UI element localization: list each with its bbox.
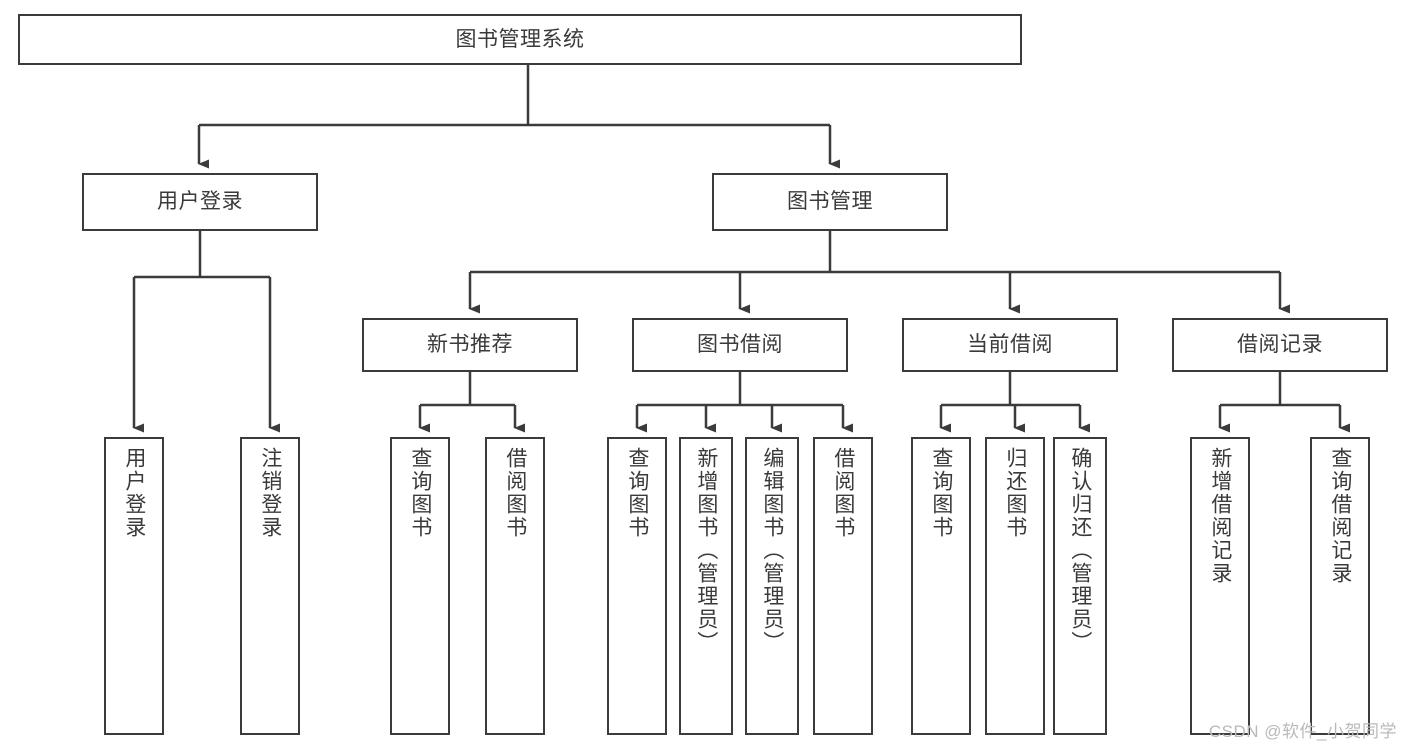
node-root[interactable]: 图书管理系统 — [18, 14, 1022, 65]
node-label-leaf-confirm-return-admin: 确认归还（管理员） — [1068, 447, 1092, 654]
node-leaf-add-book-admin[interactable]: 新增图书（管理员） — [679, 437, 733, 735]
node-label-new-book-recommend: 新书推荐 — [427, 333, 513, 357]
node-borrow-record[interactable]: 借阅记录 — [1172, 318, 1388, 372]
node-leaf-query-book-3[interactable]: 查询图书 — [911, 437, 971, 735]
node-leaf-query-book-1[interactable]: 查询图书 — [390, 437, 450, 735]
node-label-leaf-add-book-admin: 新增图书（管理员） — [694, 447, 718, 654]
node-label-leaf-edit-book-admin: 编辑图书（管理员） — [760, 447, 784, 654]
node-book-borrow[interactable]: 图书借阅 — [632, 318, 848, 372]
node-label-leaf-borrow-book-1: 借阅图书 — [503, 447, 527, 539]
node-leaf-query-borrow-record[interactable]: 查询借阅记录 — [1310, 437, 1370, 735]
node-label-leaf-query-borrow-record: 查询借阅记录 — [1328, 447, 1352, 585]
node-leaf-query-book-2[interactable]: 查询图书 — [607, 437, 667, 735]
node-leaf-add-borrow-record[interactable]: 新增借阅记录 — [1190, 437, 1250, 735]
node-leaf-confirm-return-admin[interactable]: 确认归还（管理员） — [1053, 437, 1107, 735]
node-label-current-borrow: 当前借阅 — [967, 333, 1053, 357]
node-leaf-edit-book-admin[interactable]: 编辑图书（管理员） — [745, 437, 799, 735]
node-label-book-borrow: 图书借阅 — [697, 333, 783, 357]
node-label-leaf-return-book: 归还图书 — [1003, 447, 1027, 539]
node-label-leaf-user-login: 用户登录 — [122, 447, 146, 539]
node-new-book-recommend[interactable]: 新书推荐 — [362, 318, 578, 372]
node-leaf-return-book[interactable]: 归还图书 — [985, 437, 1045, 735]
node-label-book-management: 图书管理 — [787, 190, 873, 214]
node-label-borrow-record: 借阅记录 — [1237, 333, 1323, 357]
node-label-root: 图书管理系统 — [455, 27, 585, 51]
node-leaf-borrow-book-2[interactable]: 借阅图书 — [813, 437, 873, 735]
node-label-leaf-query-book-2: 查询图书 — [625, 447, 649, 539]
node-label-leaf-query-book-1: 查询图书 — [408, 447, 432, 539]
node-leaf-user-logout[interactable]: 注销登录 — [240, 437, 300, 735]
node-label-leaf-add-borrow-record: 新增借阅记录 — [1208, 447, 1232, 585]
node-label-leaf-query-book-3: 查询图书 — [929, 447, 953, 539]
node-book-management[interactable]: 图书管理 — [712, 173, 948, 231]
node-label-user-login: 用户登录 — [157, 190, 243, 214]
node-label-leaf-borrow-book-2: 借阅图书 — [831, 447, 855, 539]
node-leaf-borrow-book-1[interactable]: 借阅图书 — [485, 437, 545, 735]
node-leaf-user-login[interactable]: 用户登录 — [104, 437, 164, 735]
node-current-borrow[interactable]: 当前借阅 — [902, 318, 1118, 372]
node-user-login[interactable]: 用户登录 — [82, 173, 318, 231]
node-label-leaf-user-logout: 注销登录 — [258, 447, 282, 539]
